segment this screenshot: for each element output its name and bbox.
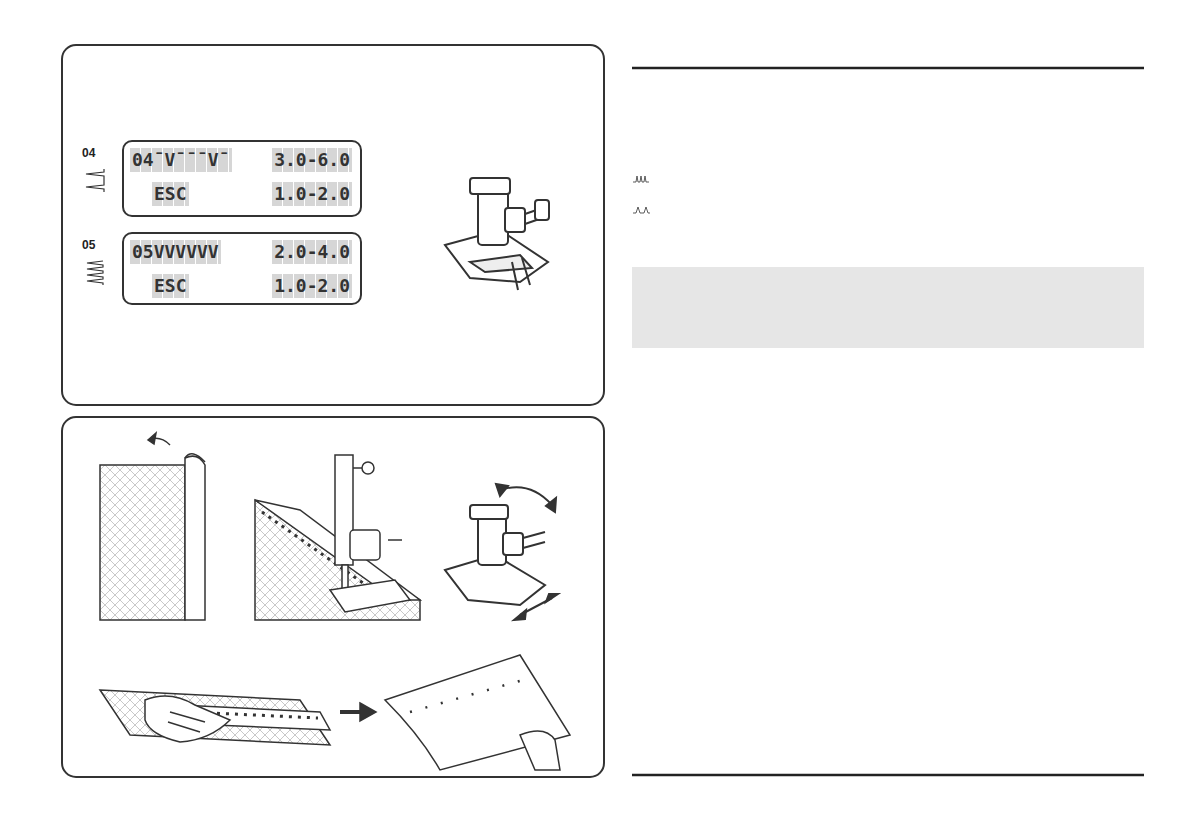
lcd-text: 04ˉVˉˉˉVˉ <box>130 148 232 172</box>
bottom-panel <box>62 417 604 777</box>
top-panel <box>62 45 604 405</box>
lcd-text: 1.0-2.0 <box>272 182 352 206</box>
lcd-display: 04ˉVˉˉˉVˉ 3.0-6.0ESC 1.0-2.0 <box>122 140 362 217</box>
lcd-text: 05VVVVVV <box>130 240 221 264</box>
sewing-under-foot <box>255 455 420 620</box>
lcd-text: 3.0-6.0 <box>272 148 352 172</box>
stitch-icon <box>633 176 649 182</box>
lcd-text: ESC <box>152 274 189 298</box>
lcd-text: 1.0-2.0 <box>272 274 352 298</box>
stitch-icon <box>86 169 104 192</box>
stitch-icon <box>87 261 103 285</box>
lcd-text: ESC <box>152 182 189 206</box>
unfold-fabric <box>100 655 570 770</box>
note-box <box>632 267 1144 348</box>
folded-fabric <box>100 433 205 620</box>
lcd-display: 05VVVVVV 2.0-4.0ESC 1.0-2.0 <box>122 232 362 305</box>
pattern-number: 05 <box>82 238 95 252</box>
lcd-text: 2.0-4.0 <box>272 240 352 264</box>
stitch-icon <box>633 207 650 213</box>
blind-hem-foot <box>445 178 549 290</box>
adjust-guide <box>445 484 558 620</box>
pattern-number: 04 <box>82 146 95 160</box>
